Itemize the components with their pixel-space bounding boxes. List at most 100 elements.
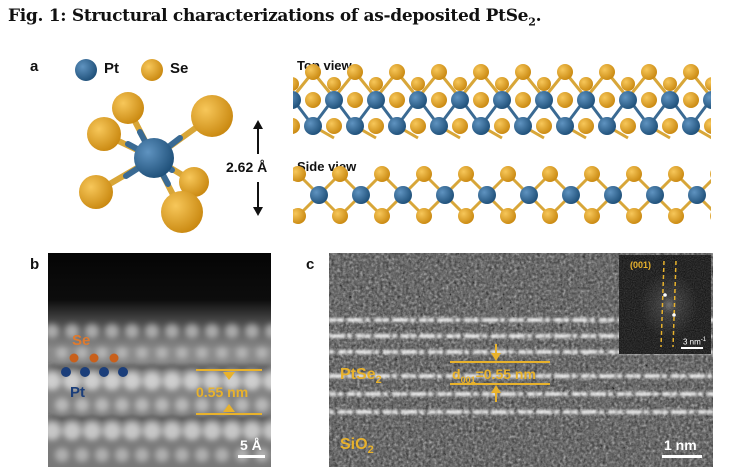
se-atom [389, 92, 405, 108]
atomic-column [76, 347, 88, 359]
lattice-fringe [419, 392, 426, 396]
se-atom [599, 64, 615, 80]
se-atom [584, 208, 600, 224]
se-atom [410, 118, 426, 134]
lattice-fringe [464, 334, 473, 338]
lattice-fringe [563, 392, 568, 396]
fft-scale-main: 3 nm [683, 337, 701, 347]
atomic-column [83, 422, 101, 440]
lattice-fringe [500, 350, 507, 354]
se-atom [500, 166, 516, 182]
lattice-fringe [419, 410, 424, 414]
lattice-fringe [527, 350, 533, 354]
atomic-column [215, 448, 229, 462]
lattice-fringe [455, 350, 462, 354]
lattice-fringe [581, 350, 590, 354]
lattice-fringe [680, 392, 689, 396]
lattice-fringe [518, 410, 526, 414]
se-atom [293, 118, 300, 134]
lattice-fringe [392, 374, 397, 378]
lattice-fringe [329, 334, 338, 338]
lattice-fringe [491, 318, 498, 322]
lattice-fringe [473, 350, 481, 354]
atomic-column [63, 422, 81, 440]
se-atom [710, 212, 711, 220]
atomic-column [135, 398, 149, 412]
lattice-fringe [608, 334, 615, 338]
lattice-fringe [509, 318, 517, 322]
lattice-fringe [347, 334, 352, 338]
lattice-fringe [329, 392, 336, 396]
pt-atom [604, 186, 622, 204]
atomic-column [225, 324, 239, 338]
atomic-column [75, 398, 89, 412]
lattice-fringe [500, 410, 507, 414]
lattice-fringe [383, 410, 391, 414]
lattice-fringe [455, 334, 461, 338]
lattice-fringe [527, 410, 533, 414]
panel-a-letter: a [30, 58, 39, 75]
pt-atom [409, 91, 427, 109]
vdw-gap [48, 416, 271, 422]
atomic-column [115, 448, 129, 462]
se-atom [327, 77, 341, 91]
atomic-column [156, 347, 168, 359]
lattice-fringe [383, 350, 391, 354]
se-atom [500, 208, 516, 224]
lattice-fringe [545, 374, 551, 378]
atomic-column [175, 398, 189, 412]
lattice-fringe [626, 410, 635, 414]
se-atom [641, 92, 657, 108]
lattice-fringe [374, 392, 381, 396]
pt-atom [682, 117, 700, 135]
lattice-fringe [338, 374, 345, 378]
atomic-column [145, 324, 159, 338]
lattice-fringe [500, 318, 505, 322]
lattice-fringe [680, 410, 687, 414]
d-value: =0.55 nm [475, 366, 536, 382]
se-atom [515, 64, 531, 80]
pt-atom [436, 186, 454, 204]
lattice-fringe [446, 350, 455, 354]
lattice-fringe [563, 410, 571, 414]
lattice-fringe [671, 392, 677, 396]
lattice-fringe [590, 410, 597, 414]
lattice-fringe [572, 334, 577, 338]
lattice-fringe [437, 410, 443, 414]
atomic-column [95, 398, 109, 412]
atomic-column [125, 324, 139, 338]
lattice-fringe [338, 392, 343, 396]
se-atom [542, 166, 558, 182]
lattice-fringe [428, 318, 434, 322]
lattice-fringe [383, 318, 389, 322]
top-view-lattice [293, 64, 711, 140]
pt-atom [293, 91, 301, 109]
lattice-fringe [365, 350, 372, 354]
lattice-fringe [329, 350, 334, 354]
se-atom [626, 208, 642, 224]
pt-atom [514, 117, 532, 135]
lattice-fringe [635, 392, 644, 396]
atomic-column [263, 372, 271, 390]
lattice-fringe [338, 318, 344, 322]
lattice-fringe [410, 374, 416, 378]
atomic-column [256, 347, 268, 359]
lattice-fringe [383, 374, 390, 378]
pt-legend-label: Pt [104, 60, 119, 77]
lattice-fringe [329, 318, 337, 322]
fft-scale-label: 3 nm-1 [683, 337, 706, 347]
atomic-column [65, 324, 79, 338]
lattice-fringe [581, 318, 588, 322]
lattice-fringe [599, 334, 608, 338]
lattice-fringe [590, 318, 595, 322]
lattice-fringe [365, 410, 372, 414]
atomic-column [185, 324, 199, 338]
lattice-fringe [401, 350, 410, 354]
pt-atom [367, 91, 385, 109]
lattice-fringe [446, 392, 452, 396]
material-sub: 2 [375, 374, 382, 387]
lattice-fringe [518, 392, 523, 396]
se-atom [431, 64, 447, 80]
lattice-fringe [500, 374, 506, 378]
lattice-fringe [338, 334, 345, 338]
